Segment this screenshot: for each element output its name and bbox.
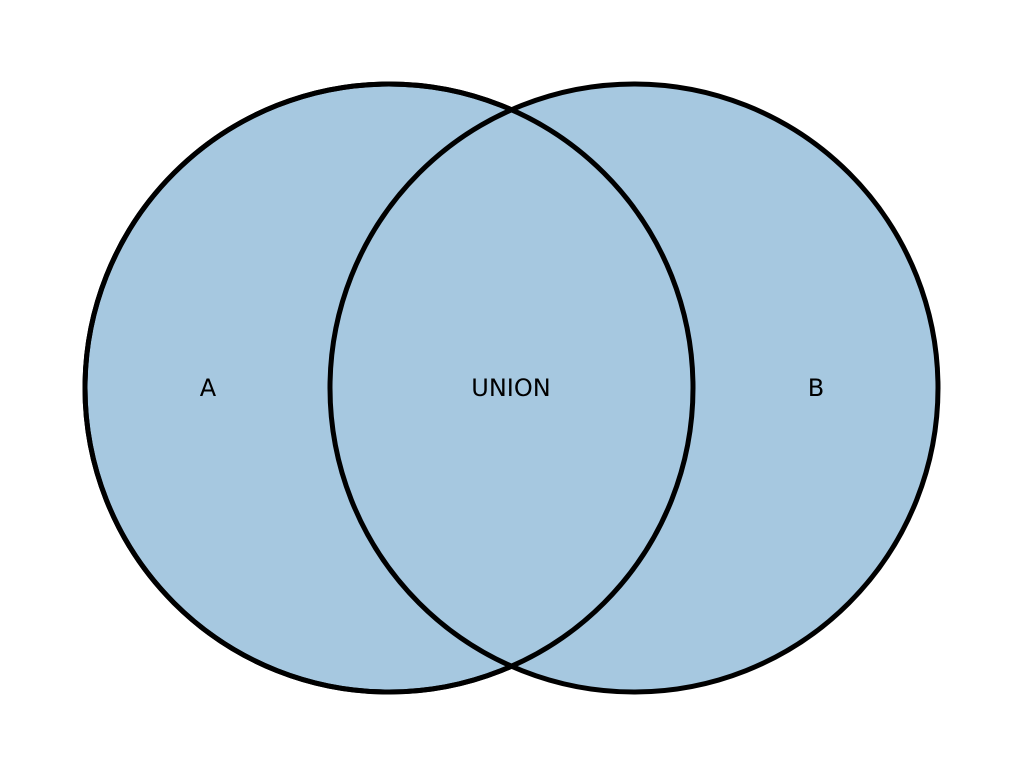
set-a-outline [82, 81, 696, 695]
intersection-label: UNION [471, 374, 550, 402]
set-b-circle [327, 81, 941, 695]
set-a-label: A [200, 374, 217, 402]
set-b-label: B [808, 374, 824, 402]
